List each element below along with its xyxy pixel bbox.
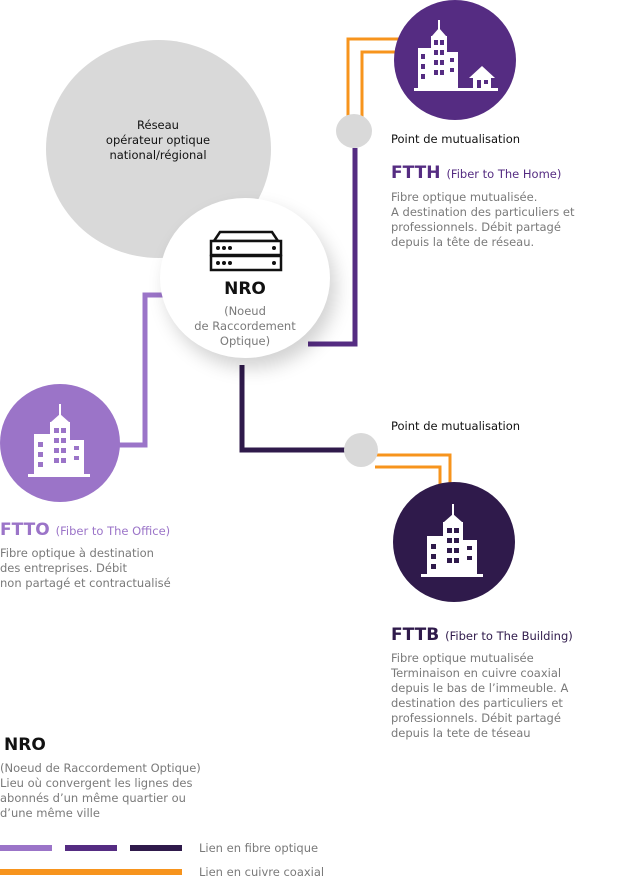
ftth-copper-line-2 <box>360 50 400 125</box>
desc-line: Fibre optique mutualisée <box>391 651 534 665</box>
building-house-icon <box>414 20 498 91</box>
legend-fiber-swatch-medium <box>65 845 117 851</box>
desc-line: non partagé et contractualisé <box>0 576 171 590</box>
ftth-point-label: Point de mutualisation <box>391 132 521 146</box>
desc-line: A destination des particuliers et <box>391 205 575 219</box>
desc-line: Lieu où convergent les lignes des <box>0 776 193 790</box>
ftto-circle <box>0 384 120 502</box>
server-icon <box>209 230 283 272</box>
fttb-circle <box>393 482 515 602</box>
legend-fiber-label: Lien en fibre optique <box>199 841 319 855</box>
desc-line: Fibre optique mutualisée. <box>391 190 538 204</box>
desc-line: (Noeud de Raccordement Optique) <box>0 761 201 775</box>
legend-copper-swatch <box>0 869 182 875</box>
desc-line: d’une même ville <box>0 806 100 820</box>
ftth-description: Fibre optique mutualisée. A destination … <box>391 190 574 250</box>
legend-fiber-swatch-light <box>0 845 52 851</box>
building-icon <box>28 404 90 477</box>
ftth-copper-line-1 <box>346 37 400 125</box>
nro-node-subtitle: (Noeud de Raccordement Optique) <box>165 304 325 349</box>
desc-line: des entreprises. Débit <box>0 561 127 575</box>
ftth-mutualisation-point <box>336 114 372 148</box>
nro-legend-title: NRO <box>4 735 46 755</box>
nro-node <box>160 198 330 358</box>
fttb-copper-line-2 <box>375 465 442 485</box>
fttb-point-label: Point de mutualisation <box>391 419 521 433</box>
nro-node-subtitle-line: Optique) <box>219 334 271 348</box>
desc-line: depuis la tete de téseau <box>391 726 531 740</box>
ftth-title-text: FTTH <box>391 163 441 183</box>
desc-line: abonnés d’un même quartier ou <box>0 791 186 805</box>
network-line: Réseau <box>137 118 179 132</box>
desc-line: destination des particuliers et <box>391 696 563 710</box>
ftth-subtitle: (Fiber to The Home) <box>446 167 562 181</box>
legend-copper-label: Lien en cuivre coaxial <box>199 865 325 879</box>
fttb-mutualisation-point <box>344 433 378 467</box>
legend-fiber-swatch-dark <box>130 845 182 851</box>
desc-line: Fibre optique à destination <box>0 546 154 560</box>
ftth-title: FTTH (Fiber to The Home) <box>391 163 561 183</box>
fttb-subtitle: (Fiber to The Building) <box>445 629 573 643</box>
fttb-description: Fibre optique mutualisée Terminaison en … <box>391 651 568 741</box>
building-icon <box>421 504 483 577</box>
ftto-title: FTTO (Fiber to The Office) <box>0 520 170 540</box>
ftto-title-text: FTTO <box>0 520 50 540</box>
nro-legend-description: (Noeud de Raccordement Optique) Lieu où … <box>0 761 201 821</box>
fttb-title-text: FTTB <box>391 625 440 645</box>
desc-line: Terminaison en cuivre coaxial <box>391 666 562 680</box>
desc-line: professionnels. Débit partagé <box>391 711 561 725</box>
fttb-fiber-line <box>239 365 350 453</box>
fttb-title: FTTB (Fiber to The Building) <box>391 625 573 645</box>
nro-node-subtitle-line: (Noeud <box>224 304 266 318</box>
desc-line: depuis la tête de réseau. <box>391 235 535 249</box>
nro-node-title: NRO <box>224 279 266 299</box>
nro-node-subtitle-line: de Raccordement <box>194 319 296 333</box>
ftto-description: Fibre optique à destination des entrepri… <box>0 546 171 591</box>
fttb-copper-line-1 <box>375 453 452 485</box>
network-label: Réseau opérateur optique national/région… <box>70 118 246 163</box>
ftth-fiber-line <box>308 148 358 347</box>
ftth-circle <box>394 0 516 120</box>
ftto-subtitle: (Fiber to The Office) <box>55 524 171 538</box>
ftto-fiber-line <box>110 292 165 448</box>
desc-line: depuis le bas de l’immeuble. A <box>391 681 569 695</box>
desc-line: professionnels. Débit partagé <box>391 220 561 234</box>
network-line: opérateur optique <box>105 133 211 147</box>
network-line: national/régional <box>109 148 207 162</box>
